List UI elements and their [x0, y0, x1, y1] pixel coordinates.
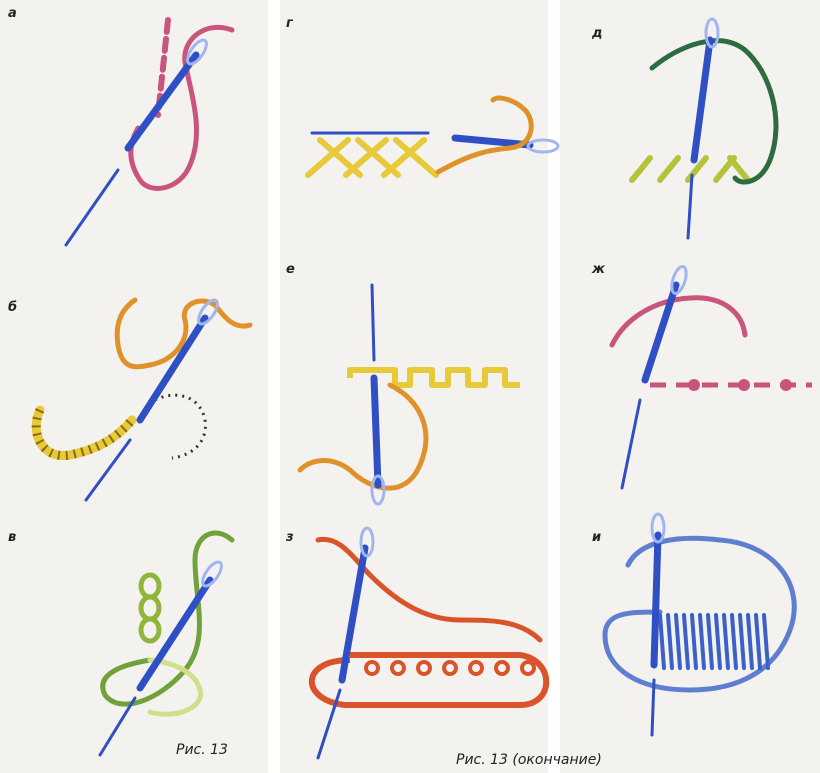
diagram-d-cross-stitch [632, 19, 776, 238]
diagram-e-square-stitch [300, 285, 520, 504]
needle-eye-v [199, 559, 225, 589]
thread-v [103, 533, 232, 704]
diagram-b-rope-stitch [36, 297, 250, 500]
figure-caption-right: Рис. 13 (окончание) [456, 752, 602, 768]
needle-tip-zh [622, 400, 640, 488]
dotted-path-b [155, 395, 205, 458]
panel-label-v: в [8, 530, 16, 545]
needle-i [654, 535, 658, 665]
panel-label-b: б [8, 300, 17, 315]
satin-coils-i [660, 615, 768, 668]
panel-label-z: з [286, 530, 294, 545]
needle-zh [645, 285, 676, 380]
thread-zh [612, 298, 745, 345]
diagram-g-herringbone-stitch [308, 98, 558, 175]
thread-a [131, 27, 232, 188]
needle-tip-d [688, 175, 692, 238]
needle-b [140, 318, 205, 420]
figure-caption-left: Рис. 13 [176, 742, 228, 758]
chain-links-v [141, 575, 159, 641]
needle-eye-zh [669, 265, 689, 295]
panel-label-a: а [8, 6, 17, 21]
needle-e [374, 378, 378, 485]
diagram-z-blanket-stitch [312, 528, 546, 758]
diagram-a-pink-stitch [66, 20, 232, 245]
loops-z [366, 662, 534, 674]
needle-tip-v [100, 698, 135, 755]
thread-d [652, 41, 776, 182]
diagram-i-satin-stitch [605, 514, 794, 735]
diagram-zh-beaded-stitch [612, 265, 812, 488]
thread-e [300, 385, 426, 488]
needle-tip-i [652, 680, 654, 735]
diagram-v-chain-stitch [100, 533, 232, 755]
panel-label-i: и [592, 530, 601, 545]
panel-label-zh: ж [592, 262, 605, 277]
needle-tip-e [372, 285, 374, 360]
cross-stitches-g [308, 140, 436, 175]
needle-d [694, 40, 710, 160]
panel-label-d: д [592, 26, 603, 41]
loop-v [150, 660, 201, 714]
needle-z [342, 548, 365, 680]
thread-g [438, 98, 531, 172]
panel-label-g: г [286, 16, 293, 31]
needle-tip-a [66, 170, 118, 245]
slant-stitches-d [632, 158, 748, 180]
panel-label-e: е [286, 262, 295, 277]
